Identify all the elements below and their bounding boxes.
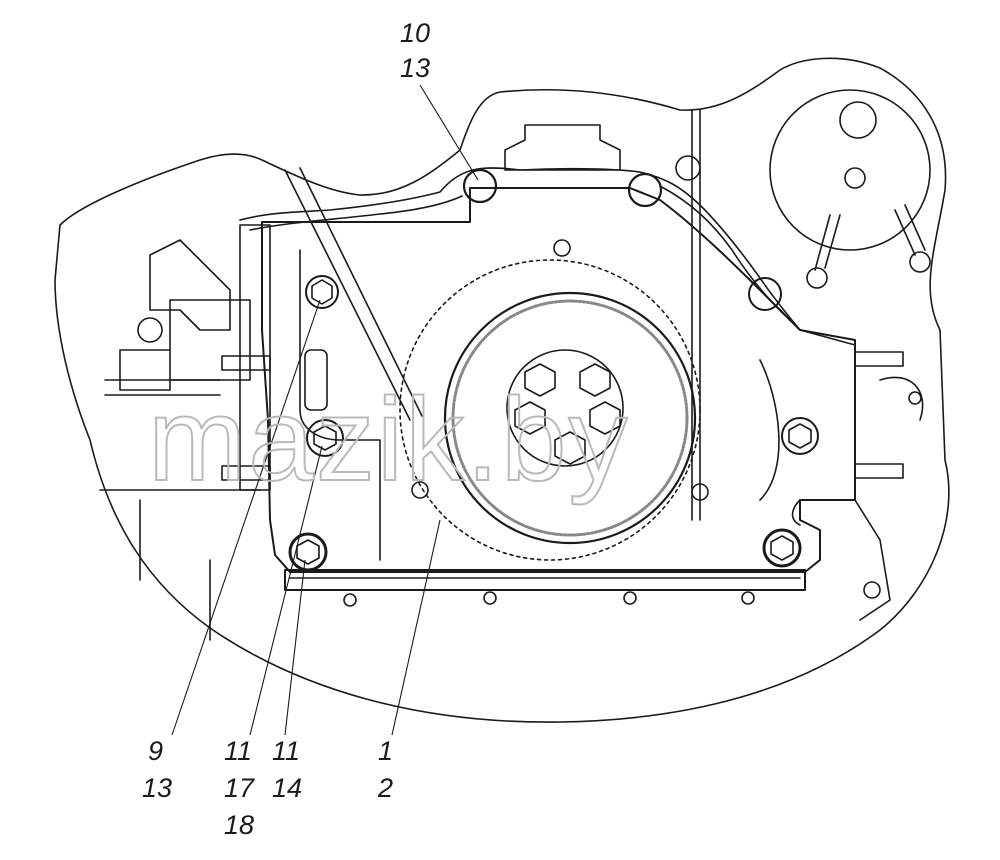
bottom-rail: [284, 569, 806, 591]
pump-arms: [814, 204, 926, 271]
pump-lug-1: [806, 267, 828, 289]
leader-1-2: [391, 519, 441, 736]
seal-inner-ring: [451, 299, 689, 537]
flange-bolt-4: [589, 401, 621, 435]
diagonal-rod: [284, 167, 423, 421]
callout-1-2: 1 2: [378, 738, 393, 802]
stud-left-upper: [221, 355, 271, 371]
stud-right-lower: [854, 463, 904, 479]
pump-shaft: [844, 167, 866, 189]
crankshaft-flange: [506, 349, 624, 467]
rail-bolt-3: [623, 591, 637, 605]
callout-label: 1: [378, 736, 394, 766]
callout-label: 11: [272, 736, 301, 766]
watermark-text: mazik.by: [148, 374, 630, 506]
flange-bolt-1: [524, 363, 556, 397]
bolt-left-mid-hex: [313, 425, 337, 451]
seal-outer-ring: [443, 291, 697, 545]
leader-9-13: [171, 299, 321, 736]
left-mechanism: [119, 239, 251, 391]
upper-right-bolt: [675, 155, 701, 181]
bolt-top-left: [462, 168, 498, 204]
callout-label: 18: [224, 810, 255, 840]
upper-housing-edge-inner: [249, 185, 791, 321]
right-lower-housing: [854, 376, 924, 621]
rail-bolt-4: [741, 591, 755, 605]
leader-11-17-18: [249, 445, 323, 736]
pump-body: [769, 89, 931, 251]
plate-hole-left: [411, 481, 429, 499]
upper-housing-edge: [239, 167, 856, 346]
callout-label: 13: [400, 53, 431, 83]
flange-bolt-3: [514, 401, 546, 435]
rail-bolt-1: [343, 593, 357, 607]
pump-lug-2: [909, 251, 931, 273]
callout-label: 10: [400, 18, 431, 48]
callout-10-13: 10 13: [400, 20, 430, 82]
bolt-right-bottom-hex: [770, 535, 794, 561]
bolt-right-mid-hex: [788, 423, 812, 449]
right-side-hole: [908, 391, 922, 405]
callout-9-13: 9 13: [142, 738, 172, 802]
right-rib: [759, 359, 801, 526]
right-lower-hole: [863, 581, 881, 599]
plate-hole-top: [553, 239, 571, 257]
bolt-right-upper: [748, 277, 782, 311]
bolt-right-bottom: [762, 528, 802, 568]
outer-cutaway-outline: [54, 57, 950, 723]
bolt-left-mid: [306, 419, 344, 457]
leader-10-13: [419, 84, 479, 181]
bolt-left-bottom-hex: [296, 539, 320, 565]
pump-bolt-hex: [839, 101, 877, 139]
cover-plate: [261, 187, 856, 573]
callout-11-14: 11 14: [272, 738, 302, 802]
callout-label: 2: [378, 773, 394, 803]
callout-label: 9: [148, 736, 164, 766]
callout-label: 13: [142, 773, 173, 803]
leader-11-14: [284, 559, 306, 736]
callout-label: 11: [224, 736, 253, 766]
callout-label: 17: [224, 773, 255, 803]
left-side-lines: [99, 379, 261, 641]
bolt-left-top-hex: [311, 279, 333, 305]
bolt-right-mid: [781, 417, 819, 455]
stud-right-upper: [854, 351, 904, 367]
flange-bolt-2: [579, 363, 611, 397]
flange-bolt-5: [554, 431, 586, 465]
bolt-left-top: [305, 275, 339, 309]
callout-11-17-18: 11 17 18: [224, 738, 254, 839]
top-boss: [504, 124, 621, 171]
left-slot: [304, 349, 328, 411]
left-rib: [299, 249, 381, 561]
callout-label: 14: [272, 773, 303, 803]
vertical-rod: [691, 109, 701, 521]
left-mech-bolt: [137, 317, 163, 343]
rail-bolt-2: [483, 591, 497, 605]
bolt-top-right: [627, 172, 663, 208]
